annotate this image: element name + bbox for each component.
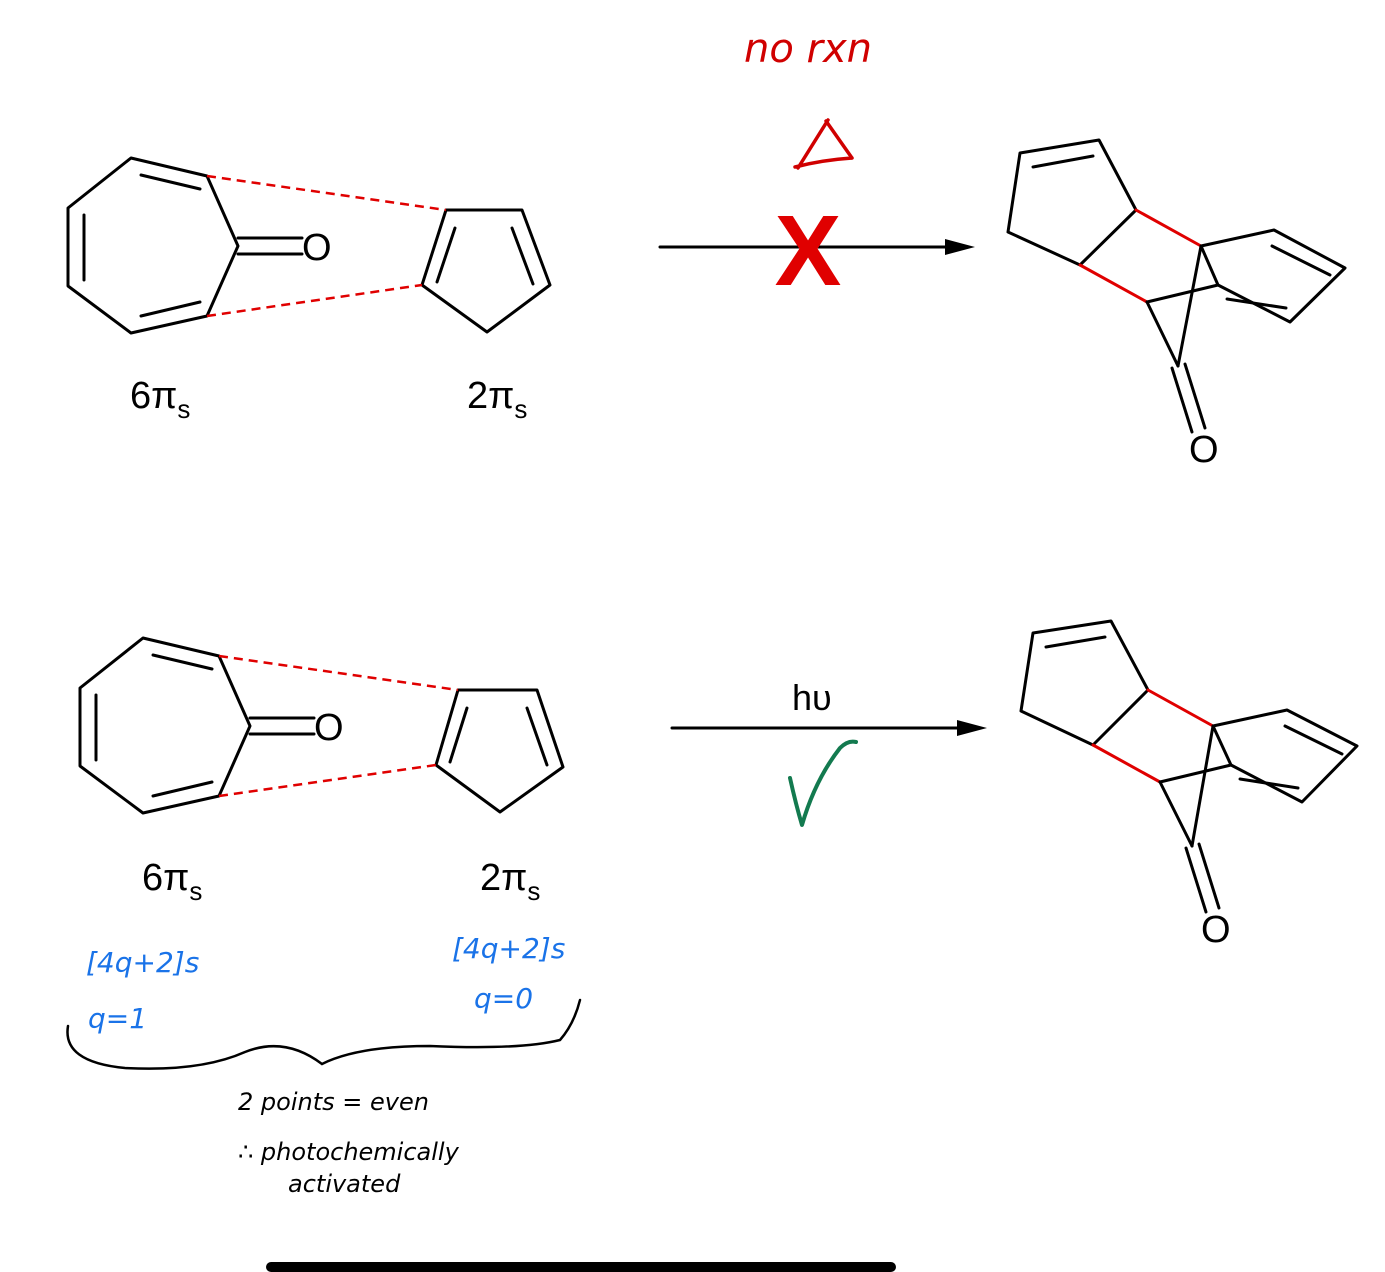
product-1: O	[1006, 138, 1347, 471]
reaction-arrow-2	[670, 720, 987, 736]
heat-triangle-icon	[793, 118, 854, 170]
oxygen-atom: O	[1189, 429, 1219, 471]
pi-label-2: 2πs	[467, 375, 527, 424]
product-2: O	[1019, 619, 1359, 951]
approach-dash-top	[218, 654, 459, 692]
approach-dash-bottom	[206, 283, 423, 318]
rule-label-left: [4q+2]s	[86, 946, 199, 979]
light-condition: hυ	[792, 677, 832, 718]
conclusion-line-3: activated	[288, 1170, 401, 1198]
handwritten-annotations: [4q+2]s q=1 [4q+2]s q=0 2 points = even …	[66, 932, 582, 1198]
reaction-1: O 6πs 2πs X no rxn	[66, 26, 1347, 471]
reaction-2: O 6πs 2πs hυ	[78, 619, 1359, 951]
rule-label-right: [4q+2]s	[452, 932, 565, 965]
tropone-1: O	[66, 156, 332, 335]
oxygen-atom: O	[314, 707, 344, 749]
q-value-left: q=1	[88, 1002, 147, 1035]
approach-dash-top	[206, 174, 447, 212]
conclusion-line-1: 2 points = even	[238, 1088, 429, 1116]
brace-curve	[66, 998, 582, 1070]
no-reaction-note: no rxn	[744, 26, 872, 72]
tropone-2: O	[78, 636, 344, 815]
pi-label-2: 2πs	[480, 857, 540, 906]
home-indicator-bar[interactable]	[266, 1262, 896, 1272]
cyclopentadiene-2	[434, 688, 565, 814]
conclusion-line-2: ∴ photochemically	[238, 1138, 460, 1166]
pi-label-6: 6πs	[130, 375, 190, 424]
reaction-arrow-1	[658, 239, 975, 255]
forbidden-cross: X	[775, 195, 842, 307]
approach-dash-bottom	[218, 763, 437, 798]
pi-label-6: 6πs	[142, 857, 202, 906]
oxygen-atom: O	[302, 227, 332, 269]
checkmark-icon	[788, 739, 858, 827]
q-value-right: q=0	[474, 982, 533, 1015]
oxygen-atom: O	[1201, 909, 1231, 951]
cyclopentadiene-1	[420, 208, 552, 334]
